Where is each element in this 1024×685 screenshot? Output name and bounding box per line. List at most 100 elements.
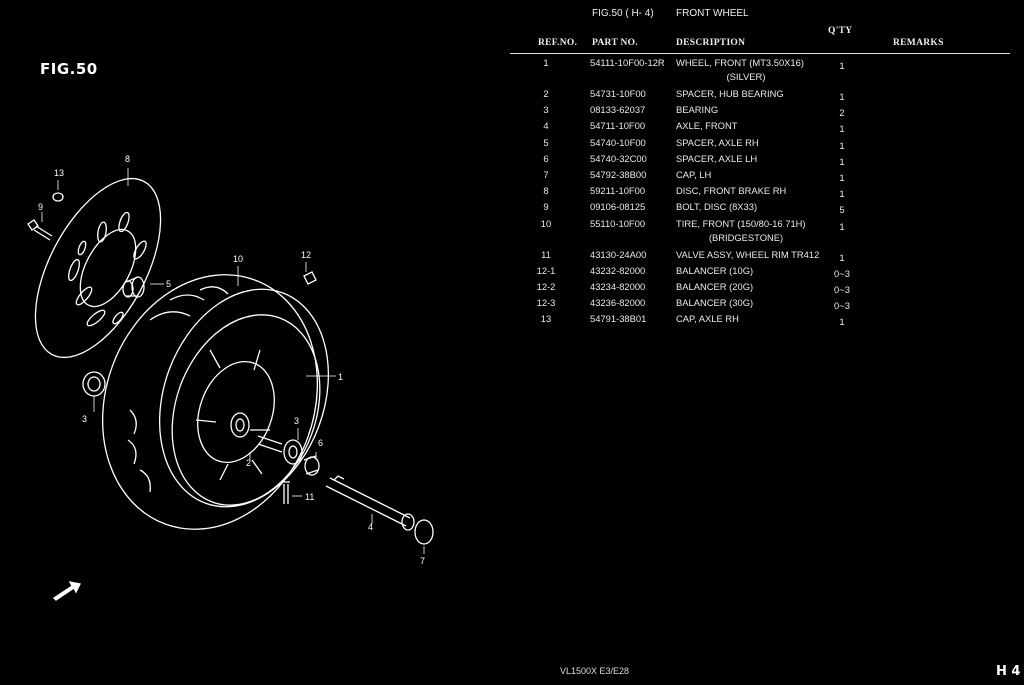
col-description: DESCRIPTION bbox=[676, 38, 746, 48]
bearing-right-drawing bbox=[283, 439, 303, 465]
tire-drawing bbox=[101, 274, 330, 530]
front-direction-arrow-icon bbox=[52, 581, 81, 601]
part-number-cell: 54111-10F00-12R bbox=[590, 57, 665, 68]
ref-cell: 12-2 bbox=[536, 280, 556, 292]
ref-cell: 12-1 bbox=[536, 264, 556, 276]
description-cell: SPACER, AXLE LH bbox=[676, 152, 758, 164]
spacer-axle-lh-drawing bbox=[303, 455, 320, 476]
callout-3-left: 3 bbox=[82, 414, 87, 424]
quantity-cell: 5 bbox=[839, 204, 845, 216]
part-number-cell: 08133-62037 bbox=[590, 104, 646, 116]
ref-cell: 13 bbox=[540, 313, 552, 325]
ref-cell: 3 bbox=[543, 104, 549, 116]
description-continuation: (BRIDGESTONE) bbox=[708, 231, 784, 243]
callout-1: 1 bbox=[338, 372, 343, 382]
description-cell: BALANCER (10G) bbox=[676, 264, 754, 276]
cap-lh-drawing bbox=[414, 519, 434, 545]
quantity-cell: 1 bbox=[839, 139, 845, 151]
description-cell: CAP, LH bbox=[676, 168, 712, 180]
description-cell: TIRE, FRONT (150/80-16 71H) bbox=[676, 217, 806, 229]
callout-6: 6 bbox=[318, 438, 323, 448]
quantity-cell: 1 bbox=[839, 251, 845, 263]
quantity-cell: 0~3 bbox=[834, 283, 850, 295]
part-number-cell: 43232-82000 bbox=[590, 264, 646, 276]
spacer-axle-rh-drawing bbox=[122, 276, 145, 298]
front-axle-drawing bbox=[325, 475, 415, 531]
callout-4: 4 bbox=[368, 522, 373, 532]
callout-3-right: 3 bbox=[294, 416, 299, 426]
description-cell: CAP, AXLE RH bbox=[676, 313, 739, 325]
hub-spacer-drawing bbox=[257, 435, 283, 453]
exploded-wheel-diagram: 8 13 9 5 10 12 1 3 2 3 6 11 4 7 bbox=[27, 154, 434, 601]
part-number-cell: 55110-10F00 bbox=[590, 217, 646, 229]
callout-5: 5 bbox=[166, 279, 171, 289]
callout-9: 9 bbox=[38, 202, 43, 212]
table-row: 7 54792-38B00 CAP, LH 1 bbox=[520, 167, 1000, 183]
description-cell: SPACER, HUB BEARING bbox=[676, 88, 784, 99]
part-number-cell: 54792-38B00 bbox=[590, 168, 647, 180]
description-cell: BEARING bbox=[676, 104, 719, 116]
col-part-no: PART NO. bbox=[592, 38, 639, 48]
disc-bolt-drawing bbox=[27, 219, 53, 241]
table-row: 10 55110-10F00 TIRE, FRONT (150/80-16 71H)… bbox=[520, 216, 1000, 247]
wheel-rim-drawing bbox=[171, 314, 321, 506]
ref-cell: 9 bbox=[543, 201, 549, 213]
quantity-cell: 1 bbox=[839, 91, 845, 102]
part-number-cell: 54740-10F00 bbox=[590, 136, 646, 148]
callout-12: 12 bbox=[301, 250, 311, 260]
table-row: 3 08133-62037 BEARING 2 bbox=[520, 102, 1000, 118]
table-row: 2 54731-10F00 SPACER, HUB BEARING 1 bbox=[520, 86, 1000, 102]
quantity-cell: 1 bbox=[839, 316, 845, 328]
ref-cell: 10 bbox=[540, 217, 552, 229]
model-footer: VL1500X E3/E28 bbox=[560, 666, 630, 676]
description-cell: AXLE, FRONT bbox=[676, 120, 738, 132]
description-cell: VALVE ASSY, WHEEL RIM TR412 bbox=[676, 248, 820, 260]
callout-11: 11 bbox=[305, 492, 314, 502]
ref-cell: 2 bbox=[543, 88, 549, 99]
part-number-cell: 54711-10F00 bbox=[590, 120, 646, 132]
axle-cap-rh-drawing bbox=[52, 192, 64, 202]
table-row: 6 54740-32C00 SPACER, AXLE LH 1 bbox=[520, 151, 1000, 167]
ref-cell: 4 bbox=[543, 120, 549, 132]
description-cell: SPACER, AXLE RH bbox=[676, 136, 759, 148]
description-continuation: (SILVER) bbox=[726, 71, 766, 82]
col-remarks: REMARKS bbox=[893, 38, 944, 48]
callout-numbers: 8 13 9 5 10 12 1 3 2 3 6 11 4 7 bbox=[38, 154, 425, 566]
part-number-cell: 54731-10F00 bbox=[590, 88, 646, 99]
callout-8: 8 bbox=[125, 154, 130, 164]
header-rule bbox=[510, 53, 1010, 54]
balancer-drawing bbox=[303, 271, 317, 285]
part-number-cell: 54740-32C00 bbox=[590, 152, 647, 164]
col-qty: Q'TY bbox=[828, 26, 853, 36]
table-row: 12-1 43232-82000 BALANCER (10G) 0~3 bbox=[520, 263, 1000, 279]
callout-10: 10 bbox=[233, 254, 243, 264]
quantity-cell: 0~3 bbox=[834, 267, 850, 279]
callout-7: 7 bbox=[420, 556, 425, 566]
ref-cell: 6 bbox=[543, 152, 549, 164]
callout-13: 13 bbox=[54, 168, 64, 178]
description-cell: WHEEL, FRONT (MT3.50X16) bbox=[676, 57, 804, 68]
part-number-cell: 59211-10F00 bbox=[590, 185, 646, 197]
col-ref-no: REF.NO. bbox=[538, 38, 578, 48]
part-number-cell: 54791-38B01 bbox=[590, 313, 647, 325]
ref-cell: 5 bbox=[543, 136, 549, 148]
quantity-cell: 2 bbox=[839, 107, 845, 119]
ref-cell: 7 bbox=[543, 168, 549, 180]
quantity-cell: 1 bbox=[839, 220, 845, 232]
figure-label: FIG.50 bbox=[40, 60, 98, 78]
figure-reference: FIG.50 ( H- 4) bbox=[592, 8, 654, 19]
ref-cell: 11 bbox=[541, 248, 551, 260]
quantity-cell: 1 bbox=[839, 155, 845, 167]
quantity-cell: 1 bbox=[839, 188, 845, 200]
parts-list-table: 1 54111-10F00-12R WHEEL, FRONT (MT3.50X16)… bbox=[520, 55, 1000, 327]
description-cell: BALANCER (30G) bbox=[676, 297, 754, 309]
quantity-cell: 1 bbox=[839, 171, 845, 183]
